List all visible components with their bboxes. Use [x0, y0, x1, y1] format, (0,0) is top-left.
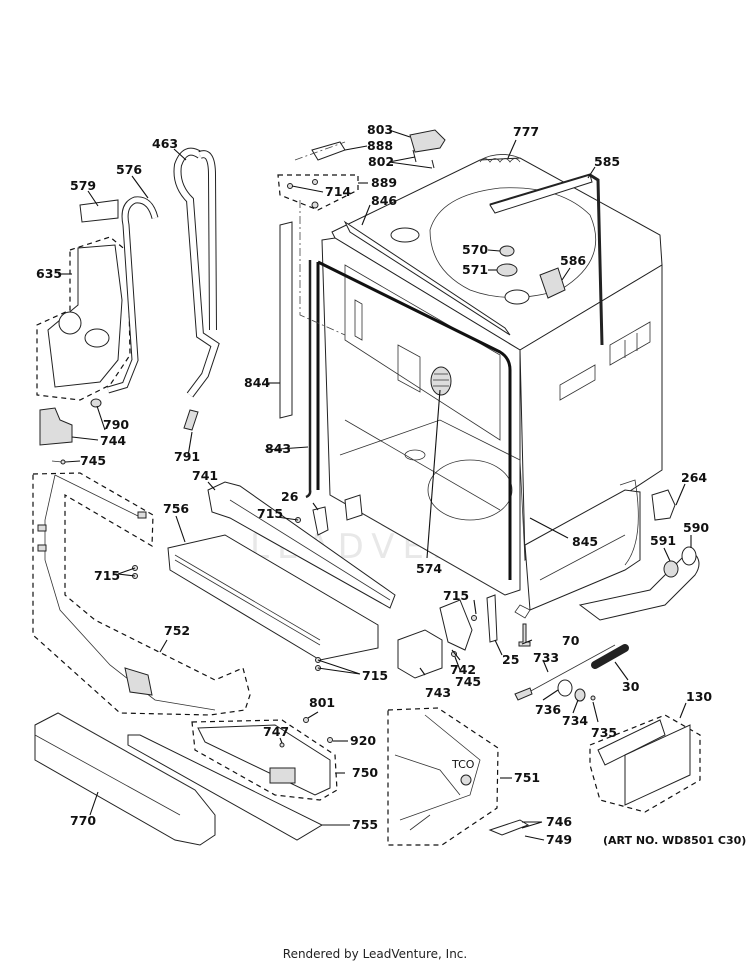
callout-570[interactable]: 570	[462, 242, 488, 257]
callout-labels: 463 576 579 635 790 744 745 791 803 888 …	[36, 122, 746, 847]
art-number: (ART NO. WD8501 C30)	[603, 834, 746, 847]
callout-733[interactable]: 733	[533, 650, 559, 665]
callout-574[interactable]: 574	[416, 561, 442, 576]
part-570-cap	[499, 245, 515, 257]
callout-745[interactable]: 745	[80, 453, 106, 468]
callout-714[interactable]: 714	[325, 184, 351, 199]
callout-735[interactable]: 735	[591, 725, 617, 740]
callout-750[interactable]: 750	[352, 765, 378, 780]
callout-576[interactable]: 576	[116, 162, 142, 177]
part-586-bracket	[539, 267, 566, 299]
tub-assembly	[316, 154, 663, 619]
part-571-ring	[496, 263, 518, 277]
callout-586[interactable]: 586	[560, 253, 586, 268]
callout-742[interactable]: 742	[450, 662, 476, 677]
callout-26[interactable]: 26	[281, 489, 299, 504]
part-756-toe-panel	[167, 534, 379, 661]
part-264-latch	[651, 489, 676, 521]
callout-801[interactable]: 801	[309, 695, 335, 710]
callout-715-d[interactable]: 715	[443, 588, 469, 603]
callout-803[interactable]: 803	[367, 122, 393, 137]
callout-30[interactable]: 30	[622, 679, 640, 694]
callout-741[interactable]: 741	[192, 468, 218, 483]
callout-736[interactable]: 736	[535, 702, 561, 717]
part-30-spring	[591, 644, 629, 669]
part-734-pulley	[574, 688, 586, 702]
callout-749[interactable]: 749	[546, 832, 572, 847]
callout-770[interactable]: 770	[70, 813, 96, 828]
footer-credit: Rendered by LeadVenture, Inc.	[282, 947, 468, 961]
part-750-control-group	[191, 719, 338, 801]
tco-label: TCO	[451, 758, 475, 771]
callout-920[interactable]: 920	[350, 733, 376, 748]
callout-70[interactable]: 70	[562, 633, 580, 648]
part-742-plate	[439, 599, 473, 651]
callout-25[interactable]: 25	[502, 652, 519, 667]
callout-635[interactable]: 635	[36, 266, 62, 281]
part-733-cable	[517, 644, 616, 699]
callout-791[interactable]: 791	[174, 449, 200, 464]
callout-571[interactable]: 571	[462, 262, 488, 277]
water-system-group	[36, 147, 220, 465]
callout-579[interactable]: 579	[70, 178, 96, 193]
part-26-bracket	[312, 506, 329, 536]
part-746-749-wiring	[488, 819, 530, 836]
callout-744[interactable]: 744	[100, 433, 126, 448]
callout-889[interactable]: 889	[371, 175, 397, 190]
callout-751[interactable]: 751	[514, 770, 540, 785]
callout-746[interactable]: 746	[546, 814, 572, 829]
callout-846[interactable]: 846	[371, 193, 397, 208]
part-755-bracket	[127, 734, 324, 841]
callout-756[interactable]: 756	[163, 501, 189, 516]
part-846-top-rail	[343, 220, 511, 336]
callout-790[interactable]: 790	[103, 417, 129, 432]
callout-745-b[interactable]: 745	[455, 674, 481, 689]
part-591-bushing	[663, 560, 679, 578]
callout-591[interactable]: 591	[650, 533, 676, 548]
part-70-leg	[518, 623, 531, 647]
callout-734[interactable]: 734	[562, 713, 588, 728]
callout-747[interactable]: 747	[263, 724, 289, 739]
part-130-group	[589, 714, 701, 813]
callout-845[interactable]: 845	[572, 534, 598, 549]
part-844-door-strip	[279, 221, 293, 419]
callout-264[interactable]: 264	[681, 470, 707, 485]
part-751-harness-group	[387, 707, 499, 846]
part-743-module	[397, 629, 443, 679]
callout-802[interactable]: 802	[368, 154, 394, 169]
callout-743[interactable]: 743	[425, 685, 451, 700]
part-25-bracket	[486, 594, 498, 643]
callout-752[interactable]: 752	[164, 623, 190, 638]
callout-777[interactable]: 777	[513, 124, 539, 139]
callout-715-c[interactable]: 715	[362, 668, 388, 683]
latch-group	[277, 129, 446, 336]
callout-585[interactable]: 585	[594, 154, 620, 169]
callout-715-b[interactable]: 715	[94, 568, 120, 583]
part-736-washer	[557, 679, 573, 697]
part-735-screw	[590, 695, 596, 701]
callout-755[interactable]: 755	[352, 817, 378, 832]
callout-463[interactable]: 463	[152, 136, 178, 151]
callout-715-a[interactable]: 715	[257, 506, 283, 521]
callout-130[interactable]: 130	[686, 689, 712, 704]
part-843-gasket	[305, 260, 312, 499]
wire-harness-group	[32, 472, 251, 716]
callout-888[interactable]: 888	[367, 138, 393, 153]
callout-843[interactable]: 843	[265, 441, 291, 456]
callout-590[interactable]: 590	[683, 520, 709, 535]
callout-844[interactable]: 844	[244, 375, 270, 390]
part-777-insulation-top	[479, 158, 521, 163]
leader-lines	[58, 129, 692, 841]
